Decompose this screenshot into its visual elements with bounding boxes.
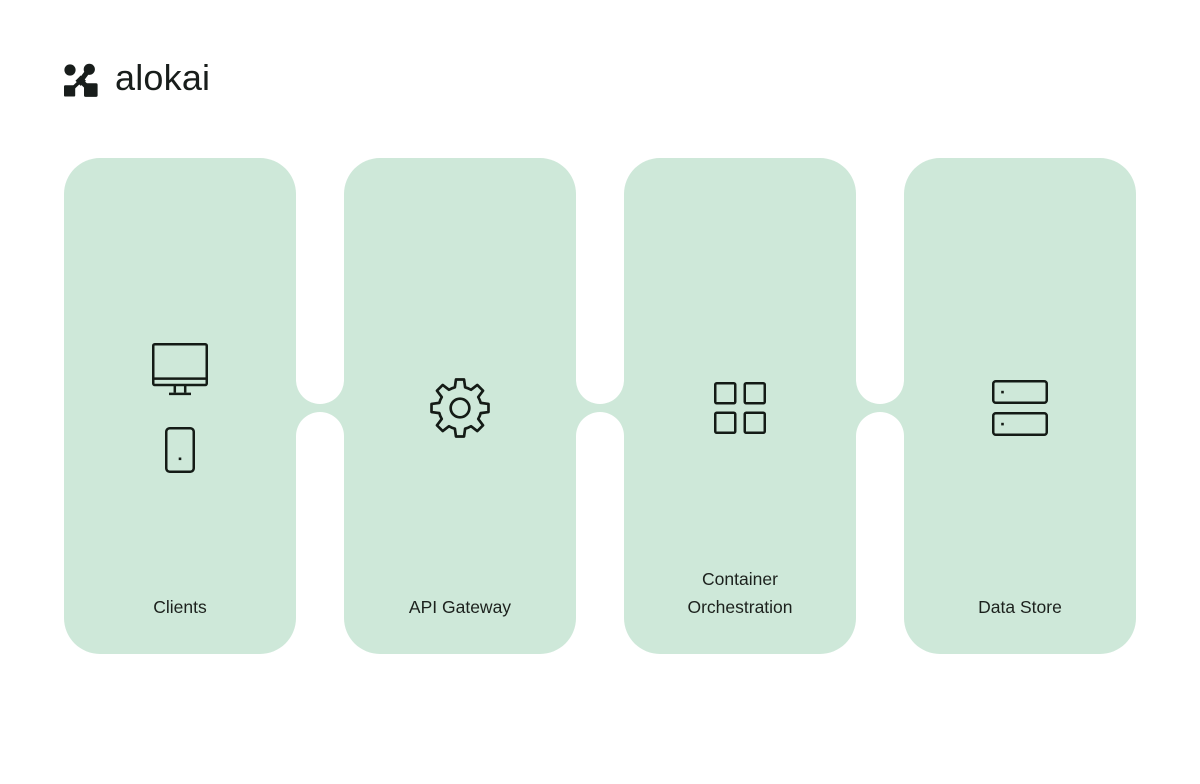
connector-icon	[296, 372, 344, 444]
node-api-gateway: API Gateway	[344, 158, 576, 654]
gutter-2	[576, 158, 624, 654]
node-label: Data Store	[978, 597, 1062, 617]
brand-logo: alokai	[64, 60, 210, 100]
node-clients: Clients	[64, 158, 296, 654]
alokai-logo-icon	[64, 63, 98, 97]
node-label: API Gateway	[408, 597, 512, 617]
gutter-1	[296, 158, 344, 654]
mobile-icon	[165, 426, 195, 473]
node-container-orchestration: Container Orchestration	[624, 158, 856, 654]
connector-icon	[856, 372, 904, 444]
data-store-icons	[904, 158, 1136, 654]
brand-name: alokai	[115, 57, 211, 98]
architecture-flow: Clients API Gateway	[64, 158, 1136, 654]
container-orchestration-icons	[624, 158, 856, 654]
node-label: Clients	[153, 597, 207, 617]
grid-squares-icon	[714, 381, 766, 434]
node-data-store: Data Store	[904, 158, 1136, 654]
gutter-3	[856, 158, 904, 654]
clients-icons	[64, 158, 296, 654]
monitor-icon	[152, 342, 208, 395]
connector-icon	[576, 372, 624, 444]
server-stack-icon	[992, 379, 1048, 436]
gear-icon	[430, 377, 490, 438]
api-gateway-icons	[344, 158, 576, 654]
node-label: Container Orchestration	[687, 569, 793, 617]
